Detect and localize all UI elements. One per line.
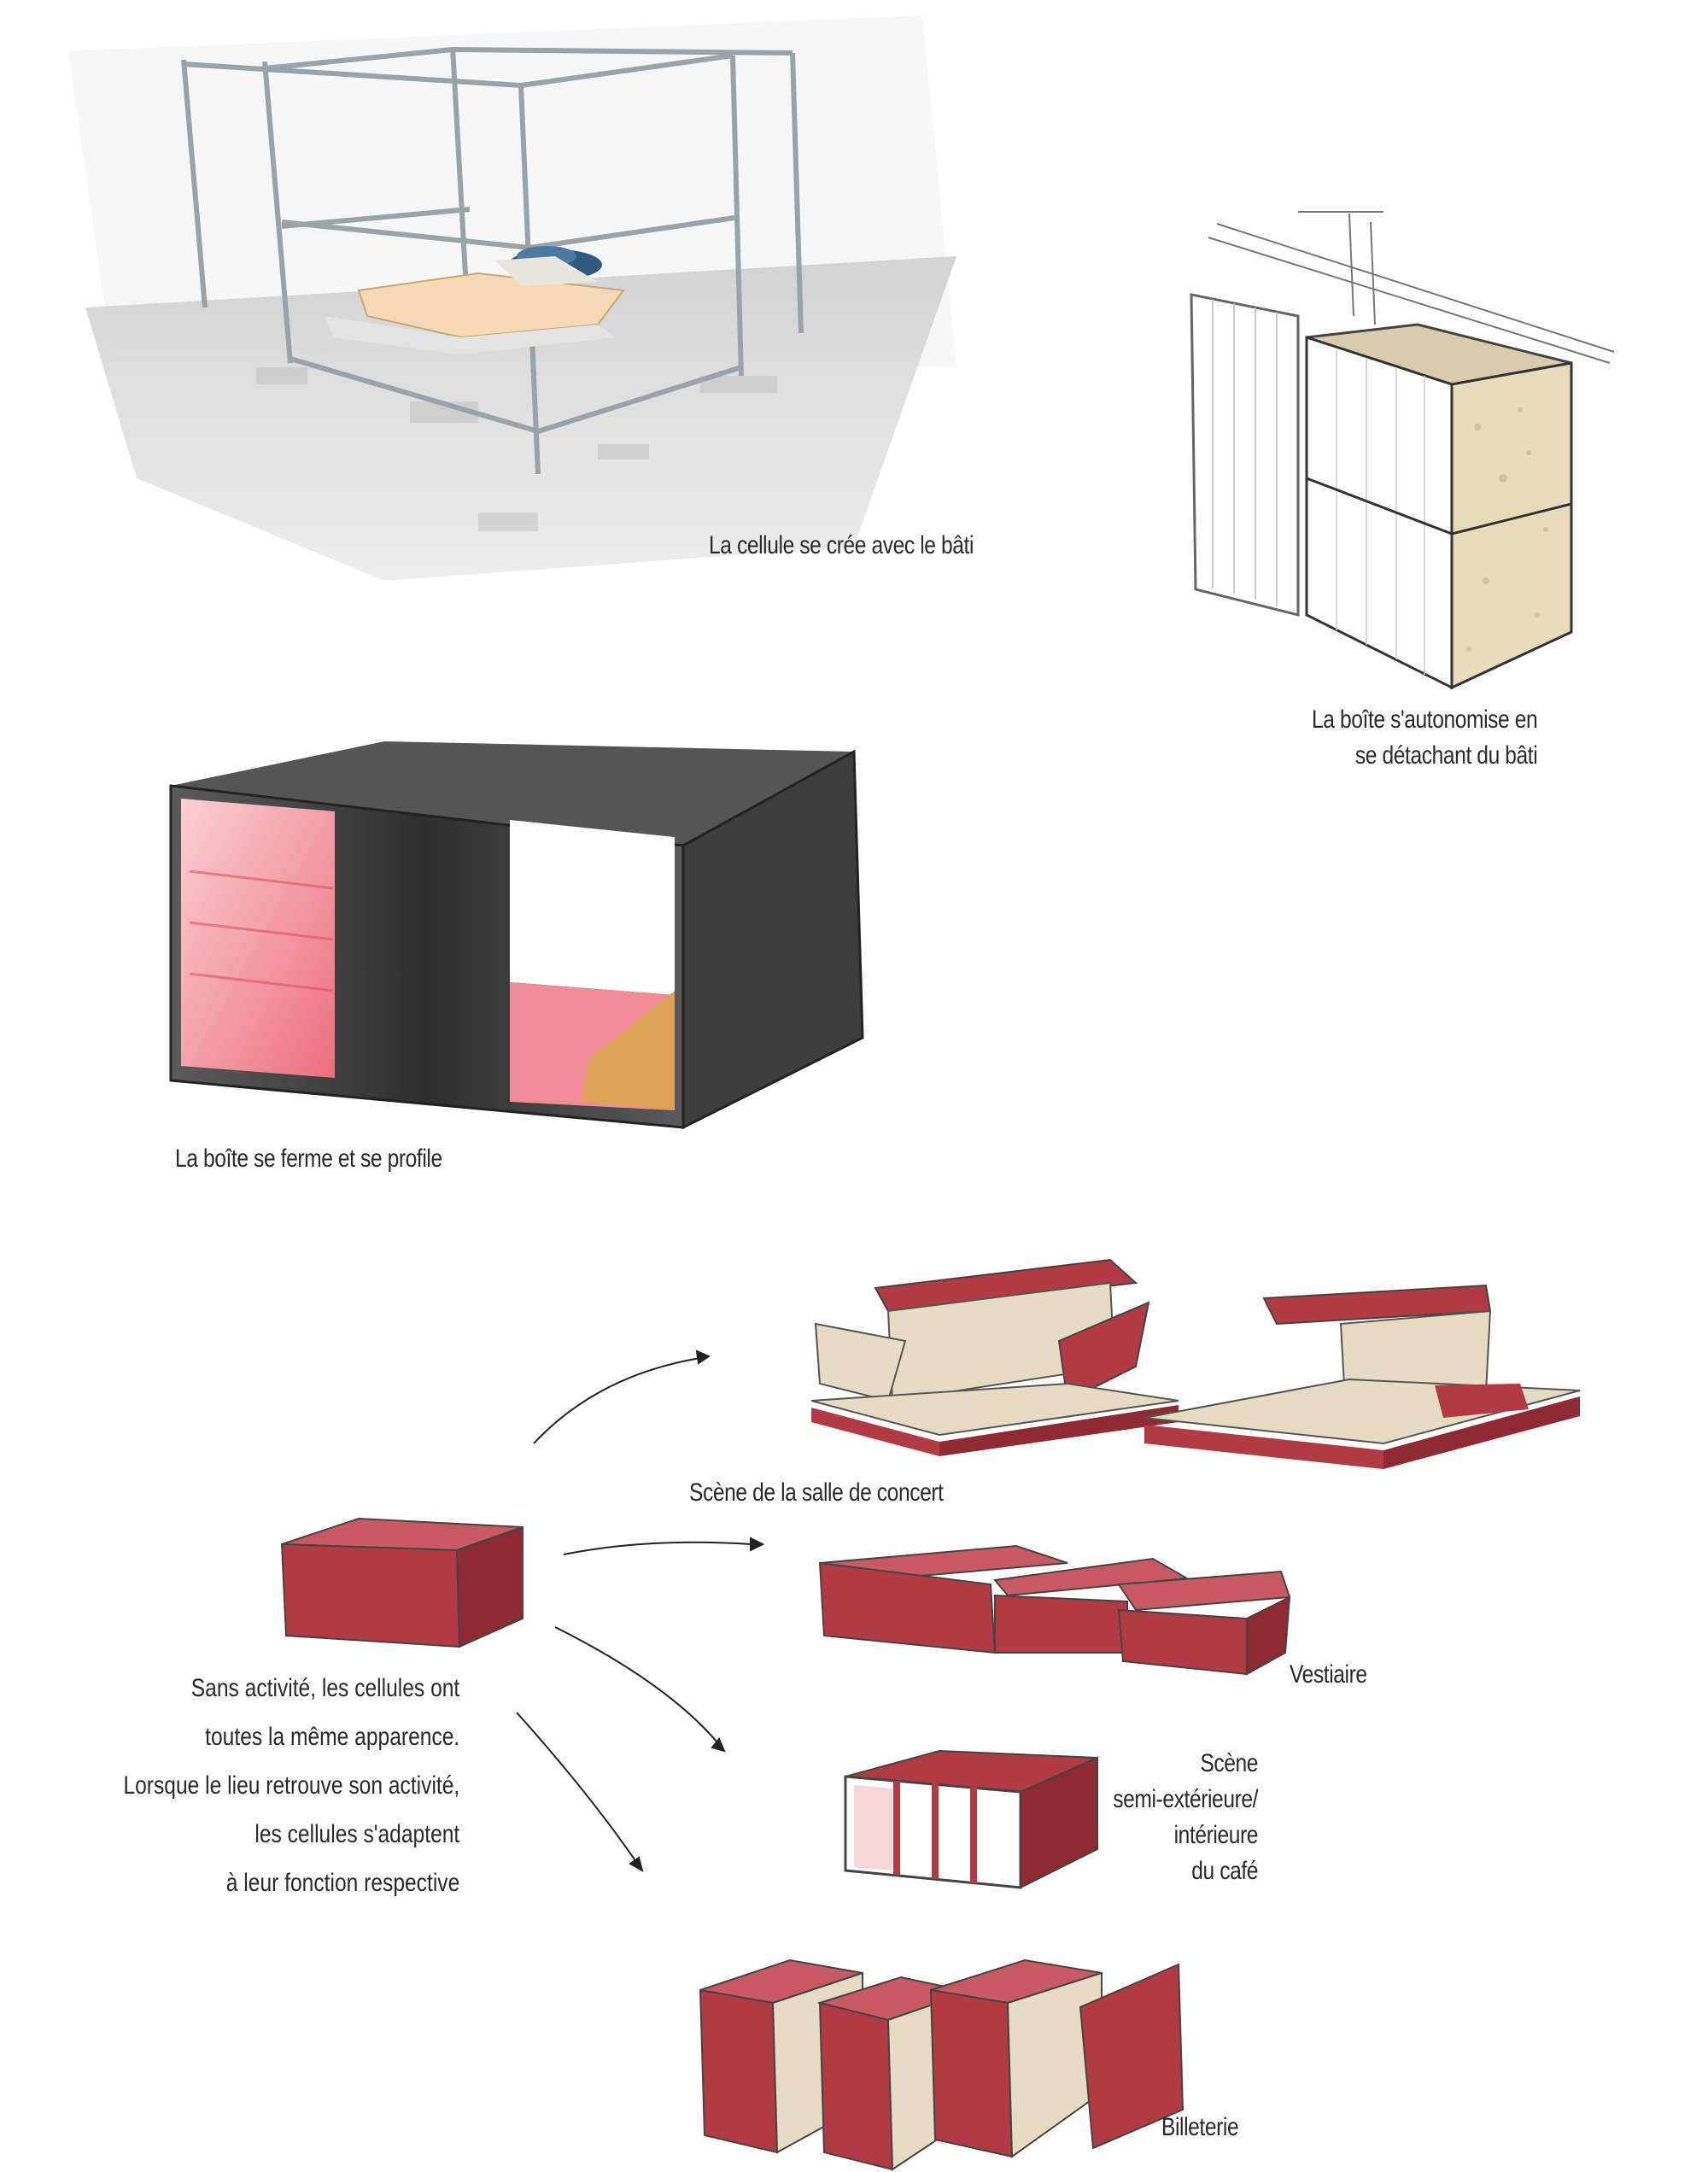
caption-line: La boîte s'autonomise en [1311,705,1538,734]
caption-cellule-bati: La cellule se crée avec le bâti [709,528,974,564]
caption-text: La cellule se crée avec le bâti [709,531,974,559]
caption-scene-cafe: Scène semi-extérieure/ intérieure du caf… [1113,1746,1258,1889]
concert-stage-sketch [810,1258,1581,1469]
red-box-idle [280,1517,524,1648]
caption-text: Vestiaire [1290,1660,1367,1689]
paragraph-line: Sans activité, les cellules ont [190,1674,459,1702]
osb-box-sketch [1190,211,1615,690]
paragraph-line: les cellules s'adaptent [254,1820,459,1848]
dark-box-sketch [169,741,864,1130]
caption-line: Scène [1200,1749,1258,1777]
caption-vestiaire: Vestiaire [1290,1657,1367,1693]
caption-line: du café [1191,1857,1258,1885]
caption-billeterie: Billeterie [1161,2110,1239,2146]
caption-line: intérieure [1173,1821,1259,1849]
billeterie-sketch [699,1958,1184,2171]
caption-boite-autonomise: La boîte s'autonomise en se détachant du… [1311,702,1538,774]
caption-boite-ferme: La boîte se ferme et se profile [175,1141,442,1177]
vestiaire-sketch [818,1544,1291,1676]
cafe-stage-sketch [844,1749,1098,1889]
scaffold-cell-sketch [68,15,956,581]
caption-line: se détachant du bâti [1354,741,1538,770]
arrows [516,1349,765,1873]
caption-line: semi-extérieure/ [1113,1785,1258,1813]
paragraph-line: toutes la même apparence. [204,1723,459,1751]
caption-text: Billeterie [1161,2113,1239,2141]
paragraph-line: Lorsque le lieu retrouve son activité, [123,1771,459,1800]
caption-text: La boîte se ferme et se profile [175,1145,442,1173]
caption-scene-concert: Scène de la salle de concert [689,1475,944,1511]
paragraph-line: à leur fonction respective [225,1869,459,1897]
caption-text: Scène de la salle de concert [689,1478,944,1507]
explanation-paragraph: Sans activité, les cellules ont toutes l… [123,1664,459,1907]
